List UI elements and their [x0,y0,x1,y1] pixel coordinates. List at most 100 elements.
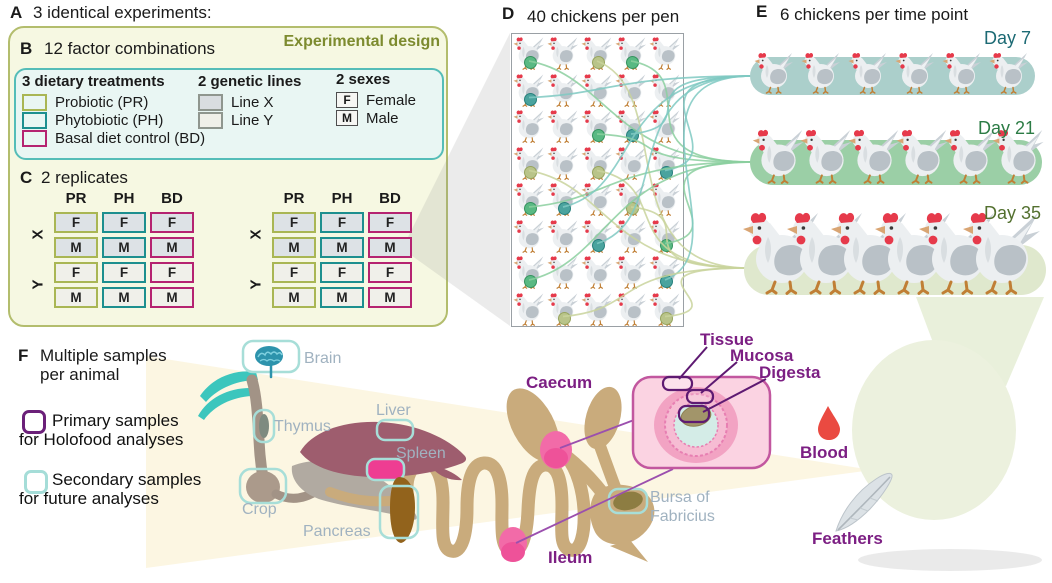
table-cell: M [102,287,146,308]
genetic-line-label: Line X [231,93,274,111]
pen-chicken [581,254,613,294]
panel-b-title: 12 factor combinations [44,39,216,58]
brain-icon [241,339,301,379]
pen-chicken [649,291,681,331]
panel-e-letter: E [756,2,768,21]
chicken-icon [513,218,545,253]
table-cell: F [320,212,364,233]
digestive-tract [246,374,625,558]
timepoint-chicken [896,126,949,189]
chicken-icon [615,72,647,107]
factor-legend-box [14,68,444,160]
pancreas-organ [378,477,420,543]
pen-chicken [513,291,545,331]
chicken-icon [615,218,647,253]
pen-chicken [615,218,647,258]
pen-chicken [513,145,545,185]
timepoint-chicken [942,50,982,99]
pen-chicken [547,35,579,75]
panel-b-letter: B [20,39,33,58]
blood-label: Blood [800,443,849,462]
pen-chicken [513,72,545,112]
pen-chicken [547,108,579,148]
sample-dot-olive [558,311,571,325]
chicken-icon [649,108,681,143]
table-column-header: PR [65,190,87,207]
pen [511,33,684,327]
table-column-header: PR [283,190,305,207]
pen-chicken [581,218,613,258]
chicken-icon [896,126,949,184]
chicken-icon [649,181,681,216]
diet-swatch [22,129,47,147]
primary-legend-line1: Primary samples [52,411,179,430]
tissue-leader [678,346,708,380]
diet-item-label: Probiotic (PR) [55,93,149,111]
secondary-sample-icon [24,470,48,494]
thymus-organ [252,408,276,444]
panel-f-letter: F [18,346,29,365]
sample-dot-teal [660,275,673,288]
timepoint-label: Day 7 [984,28,1032,48]
pen-chicken [581,35,613,75]
chicken-icon [752,126,805,184]
diet-item-label: Phytobiotic (PH) [55,111,164,129]
chicken-icon [801,50,841,94]
sample-dot-green [524,275,537,288]
blood-drop-icon [818,406,840,440]
chicken-shadow [858,549,1042,571]
sample-dot-green [524,56,537,69]
chicken-icon [649,72,681,107]
digesta-leader [702,378,767,413]
sample-dot-green [592,129,605,142]
panel-d-title: 40 chickens per pen [527,7,680,26]
sex-label: Male [366,109,399,127]
chicken-icon [942,50,982,94]
diet-header: 3 dietary treatments [22,73,165,90]
pen-chicken [513,181,545,221]
pen-chicken [547,254,579,294]
caecum-label: Caecum [526,373,593,392]
pen-chicken [615,35,647,75]
sample-dot-teal [660,165,673,179]
table-row-group-label: Y [29,279,47,290]
chicken-icon [895,50,935,94]
chicken-icon [989,50,1029,94]
pen-chicken [581,145,613,185]
chicken-icon [615,145,647,180]
timepoint-chicken [989,50,1029,99]
table-cell: M [368,237,412,258]
tissue-marker [661,375,694,392]
chicken-icon [615,254,647,289]
pen-chicken [649,181,681,221]
genetic-line-item: Line X [198,93,301,111]
chicken-icon [547,218,579,253]
pen-chicken [581,181,613,221]
sample-dot-olive [592,165,605,179]
timepoint-label: Day 35 [984,203,1042,223]
chicken-icon [581,254,613,289]
panel-d-letter: D [502,4,515,23]
timepoint-chicken [801,50,841,99]
chicken-icon [649,35,681,70]
caecum-inset-connector [559,419,635,449]
pen-chicken [513,254,545,294]
chicken-icon [547,254,579,289]
timepoint-chicken [800,126,853,189]
digesta-marker [677,404,711,424]
day35-to-chicken-funnel [916,297,1044,386]
bursa-organ [590,484,655,562]
timepoint-pill-1 [750,57,1035,95]
sample-dot-teal [524,92,537,106]
pen-chicken [615,181,647,221]
table-row-group-label: Y [247,279,265,290]
pen-chicken [649,108,681,148]
diet-factor-column: 3 dietary treatments Probiotic (PR)Phyto… [22,73,205,147]
pen-chicken [649,35,681,75]
sample-dot-olive [660,311,673,325]
pen-chicken [513,218,545,258]
